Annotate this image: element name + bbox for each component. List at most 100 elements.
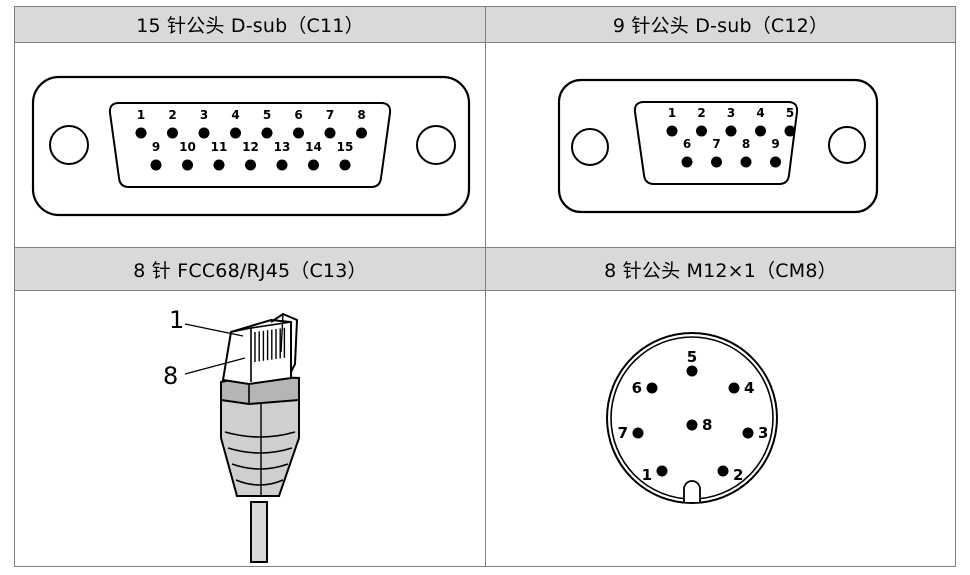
dsub15-pin-8-label: 8: [357, 108, 365, 122]
dsub9-pin-8-label: 8: [742, 137, 750, 151]
dsub9-pin-6-dot: [681, 156, 693, 168]
dsub9-pin-9-dot: [770, 156, 781, 168]
dsub9-pin-8-dot: [740, 156, 752, 168]
dsub15-trapezoid: [108, 102, 392, 188]
m12-pin-4-dot: [728, 382, 740, 394]
dsub15-pin-7-dot: [324, 127, 336, 139]
m12-pin-7-dot: [632, 427, 644, 439]
dsub15-pin-1-dot: [135, 127, 147, 139]
connector-table: 15 针公头 D-sub（C11） 9 针公头 D-sub（C12） 8 针 F…: [14, 6, 956, 567]
callout-line-8: [184, 357, 246, 375]
m12-pin-3-label: 3: [758, 424, 768, 442]
cell-c13: 1 8: [15, 292, 485, 566]
m12-pin-6-dot: [646, 382, 658, 394]
dsub9-pin-9-label: 9: [771, 137, 779, 151]
m12-pin-4-label: 4: [744, 379, 754, 397]
m12-pin-8-dot: [686, 419, 698, 431]
dsub15-pin-11-dot: [213, 159, 225, 171]
rj45-latch: [270, 312, 299, 373]
dsub15-pin-9-dot: [150, 159, 162, 171]
dsub15-pin-8-dot: [356, 127, 367, 139]
m12-pin-6-label: 6: [632, 379, 642, 397]
dsub15-pin-14-dot: [308, 159, 319, 171]
column-divider: [485, 7, 486, 566]
rj45-boot: [220, 399, 300, 497]
dsub15-pin-13-label: 13: [274, 140, 291, 154]
dsub15-pin-3-label: 3: [200, 108, 208, 122]
m12-pin-8-label: 8: [702, 416, 712, 434]
dsub15-pin-2-dot: [167, 127, 178, 139]
dsub15-mount-hole-left: [49, 125, 89, 165]
dsub15-pin-12-dot: [245, 159, 256, 171]
callout-line-1: [184, 323, 244, 337]
dsub15-pin-7-label: 7: [326, 108, 334, 122]
m12-drawing: 1 2 3 4 5 6 7 8: [606, 332, 778, 504]
dsub9-pin-4-label: 4: [756, 106, 764, 120]
dsub15-shell: [31, 75, 471, 217]
dsub15-pin-11-label: 11: [211, 140, 228, 154]
dsub15-mount-hole-right: [416, 125, 456, 165]
dsub9-pin-7-dot: [711, 156, 722, 168]
m12-pin-2-dot: [717, 465, 729, 477]
dsub9-pin-1-dot: [666, 125, 678, 137]
dsub9-pin-3-dot: [725, 125, 737, 137]
m12-pin-1-dot: [656, 465, 668, 477]
dsub9-pin-1-label: 1: [668, 106, 676, 120]
dsub15-pin-6-dot: [293, 127, 304, 139]
m12-pin-2-label: 2: [733, 466, 743, 484]
dsub15-pin-13-dot: [276, 159, 288, 171]
cell-c12: 1 2 3 4 5 6 7 8 9: [486, 44, 955, 247]
dsub9-pin-5-dot: [784, 125, 796, 137]
header-c11: 15 针公头 D-sub（C11）: [15, 7, 485, 43]
dsub15-pin-9-label: 9: [152, 140, 160, 154]
rj45-cable: [250, 501, 268, 563]
dsub15-pin-1-label: 1: [137, 108, 145, 122]
dsub9-drawing: 1 2 3 4 5 6 7 8 9: [557, 78, 879, 214]
dsub9-pins: 1 2 3 4 5 6 7 8 9: [666, 106, 796, 168]
dsub9-pin-6-label: 6: [683, 137, 691, 151]
dsub15-pin-15-dot: [339, 159, 351, 171]
dsub15-pin-14-label: 14: [305, 140, 322, 154]
callout-pin-8: 8: [163, 362, 178, 390]
header-c12: 9 针公头 D-sub（C12）: [486, 7, 955, 43]
cell-cm8: 1 2 3 4 5 6 7 8: [486, 292, 955, 566]
dsub9-shell: [557, 78, 879, 214]
m12-pin-5-dot: [686, 365, 698, 377]
header-cm8-label: 8 针公头 M12×1（CM8）: [604, 259, 837, 282]
rj45-drawing: 1 8: [163, 306, 300, 563]
m12-pin-7-label: 7: [618, 424, 628, 442]
rj45-plug-body: [221, 318, 292, 386]
m12-pins: 1 2 3 4 5 6 7 8: [618, 348, 769, 484]
dsub15-pin-12-label: 12: [242, 140, 259, 154]
dsub9-mount-hole-left: [571, 128, 609, 166]
dsub9-pin-4-dot: [755, 125, 766, 137]
dsub9-trapezoid: [633, 101, 799, 185]
dsub9-pin-2-label: 2: [697, 106, 705, 120]
dsub15-pin-2-label: 2: [168, 108, 176, 122]
dsub15-pin-10-dot: [182, 159, 193, 171]
m12-pin-3-dot: [742, 427, 754, 439]
m12-coding-key: [683, 480, 701, 502]
dsub15-pin-6-label: 6: [294, 108, 302, 122]
header-c12-label: 9 针公头 D-sub（C12）: [612, 15, 829, 37]
dsub9-pin-2-dot: [696, 125, 707, 137]
header-c13-label: 8 针 FCC68/RJ45（C13）: [133, 259, 367, 282]
header-c13: 8 针 FCC68/RJ45（C13）: [15, 247, 485, 291]
dsub9-mount-hole-right: [828, 126, 866, 164]
dsub15-pin-5-dot: [261, 127, 273, 139]
m12-pin-1-label: 1: [642, 466, 652, 484]
dsub9-pin-7-label: 7: [712, 137, 720, 151]
dsub15-pin-4-label: 4: [231, 108, 239, 122]
callout-pin-1: 1: [169, 306, 184, 334]
dsub9-pin-5-label: 5: [786, 106, 794, 120]
dsub15-pin-3-dot: [198, 127, 210, 139]
dsub9-pin-3-label: 3: [727, 106, 735, 120]
dsub15-pin-15-label: 15: [337, 140, 354, 154]
dsub15-pin-10-label: 10: [179, 140, 196, 154]
m12-pin-5-label: 5: [687, 348, 697, 366]
header-c14: 8 针公头 M12×1（CM8）: [486, 247, 955, 291]
dsub15-pin-5-label: 5: [263, 108, 271, 122]
